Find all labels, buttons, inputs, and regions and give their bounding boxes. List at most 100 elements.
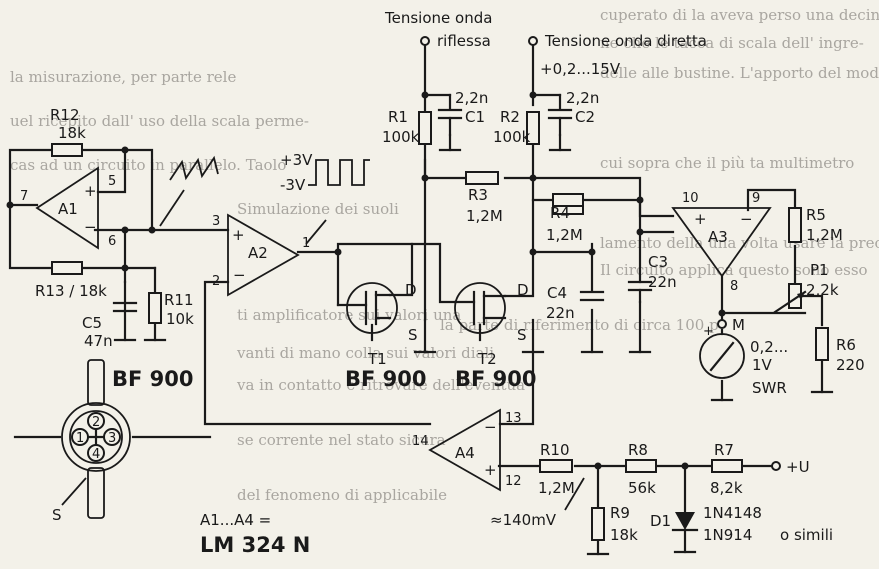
svg-text:8,2k: 8,2k [710, 479, 743, 497]
svg-text:−: − [484, 418, 497, 436]
svg-text:R5: R5 [806, 206, 826, 224]
pin-1-circle [71, 428, 89, 446]
triangle-wave-icon [169, 155, 219, 181]
svg-text:+: + [232, 226, 245, 244]
background-text: cuperato di la aveva perso una decina ne… [10, 6, 879, 504]
background-line: Il circuito applica questo sono esso [600, 261, 868, 279]
opamp-a1: A1 + − [35, 166, 99, 250]
ground-symbols [113, 148, 834, 556]
a4-label: A4 [455, 444, 475, 462]
c1-capacitor [437, 108, 463, 137]
svg-text:100k: 100k [493, 128, 531, 146]
svg-text:R1: R1 [388, 108, 408, 126]
r10-resistor [539, 459, 573, 473]
t2-type-label: BF 900 [455, 367, 537, 391]
svg-text:C5: C5 [82, 314, 102, 332]
svg-text:100k: 100k [382, 128, 420, 146]
t2-label: T2 [477, 350, 497, 368]
supply-label: +0,2...15V [540, 60, 621, 78]
svg-text:7: 7 [20, 189, 28, 204]
svg-text:R7: R7 [714, 441, 734, 459]
background-line: se corrente nel stato sicura [237, 431, 446, 449]
labels: Tensione onda riflessa Tensione onda dir… [35, 9, 865, 557]
svg-text:-3V: -3V [280, 176, 306, 194]
r3-resistor [465, 171, 499, 185]
svg-text:R8: R8 [628, 441, 648, 459]
background-line: cas ad un circuito in parallelo. Taolo [10, 156, 286, 174]
svg-text:S: S [408, 326, 418, 344]
svg-text:9: 9 [752, 191, 760, 206]
svg-text:12: 12 [505, 474, 522, 489]
wiring [8, 42, 824, 556]
mosfet-t1 [336, 282, 398, 334]
pin-2-label: 2 [92, 415, 100, 430]
svg-text:2,2n: 2,2n [566, 89, 599, 107]
c3-capacitor [627, 280, 653, 304]
svg-text:+: + [703, 324, 714, 339]
svg-text:C2: C2 [575, 108, 595, 126]
a3-label: A3 [708, 228, 728, 246]
terminal-reflected [420, 36, 430, 46]
svg-text:1,2M: 1,2M [538, 479, 575, 497]
square-wave-icon [308, 159, 370, 186]
svg-text:D: D [517, 281, 529, 299]
svg-text:10k: 10k [166, 310, 194, 328]
capacitors [112, 108, 653, 313]
svg-text:R4: R4 [550, 204, 570, 222]
bf900-pinout: 1 2 3 4 [13, 359, 212, 519]
opamp-a2: A2 + − [227, 213, 300, 297]
opamp-a3: A3 + − [671, 207, 772, 278]
background-line: del fenomeno di applicabile [237, 486, 447, 504]
d1-label: D1 [650, 512, 671, 530]
background-line: vanti di mano colla sui valori diali [236, 344, 494, 362]
refl-wave-label: Tensione onda [384, 9, 492, 27]
t1-type-label: BF 900 [345, 367, 427, 391]
svg-text:C4: C4 [547, 284, 567, 302]
background-line: cui sopra che il più ta multimetro [600, 154, 854, 172]
swr-meter: + [699, 324, 745, 379]
lm324-label: LM 324 N [200, 533, 310, 557]
terminal-m [717, 319, 727, 329]
a2-label: A2 [248, 244, 268, 262]
d1-type-1: 1N4148 [703, 504, 762, 522]
background-line: la misurazione, per parte rele [10, 68, 236, 86]
svg-text:R2: R2 [500, 108, 520, 126]
bf900-pinout-title: BF 900 [112, 367, 194, 391]
direct-wave-label: Tensione onda diretta [544, 32, 707, 50]
svg-text:2,2n: 2,2n [455, 89, 488, 107]
r5-resistor [788, 207, 802, 243]
svg-text:47n: 47n [84, 332, 113, 350]
svg-text:S: S [517, 326, 527, 344]
r13-resistor [51, 261, 83, 275]
background-line: cuperato di la aveva perso una decina [600, 6, 879, 24]
svg-text:1,2M: 1,2M [466, 207, 503, 225]
lm-range-label: A1...A4 = [200, 511, 271, 529]
svg-text:+: + [694, 210, 707, 228]
svg-text:5: 5 [108, 174, 116, 189]
resistors [51, 111, 829, 541]
svg-text:18k: 18k [610, 526, 638, 544]
background-line: delle alle bustine. L'apporto del modiv [600, 64, 879, 82]
meter-range-label-2: 1V [752, 356, 773, 374]
r4-resistor-body [552, 193, 584, 207]
r6-resistor [815, 327, 829, 361]
background-line: lamento della una volta usare la prec [600, 234, 879, 252]
d1-type-2: 1N914 [703, 526, 752, 544]
terminal-plus-u [771, 461, 781, 471]
t1-label: T1 [367, 350, 387, 368]
pin-3-label: 3 [108, 431, 116, 446]
svg-text:1,2M: 1,2M [806, 226, 843, 244]
background-line: uel ricepito dall' uso della scala perme… [10, 112, 309, 130]
c2-capacitor [547, 108, 573, 137]
opamp-a4: A4 − + [428, 408, 501, 492]
r7-resistor [711, 459, 743, 473]
mv140-label: ≈140mV [490, 511, 557, 529]
svg-text:1,2M: 1,2M [546, 226, 583, 244]
svg-text:6: 6 [108, 234, 116, 249]
c4-capacitor [579, 290, 605, 302]
svg-text:2,2k: 2,2k [806, 281, 839, 299]
r11-resistor [148, 292, 162, 324]
c5-capacitor [112, 301, 138, 313]
svg-text:56k: 56k [628, 479, 656, 497]
